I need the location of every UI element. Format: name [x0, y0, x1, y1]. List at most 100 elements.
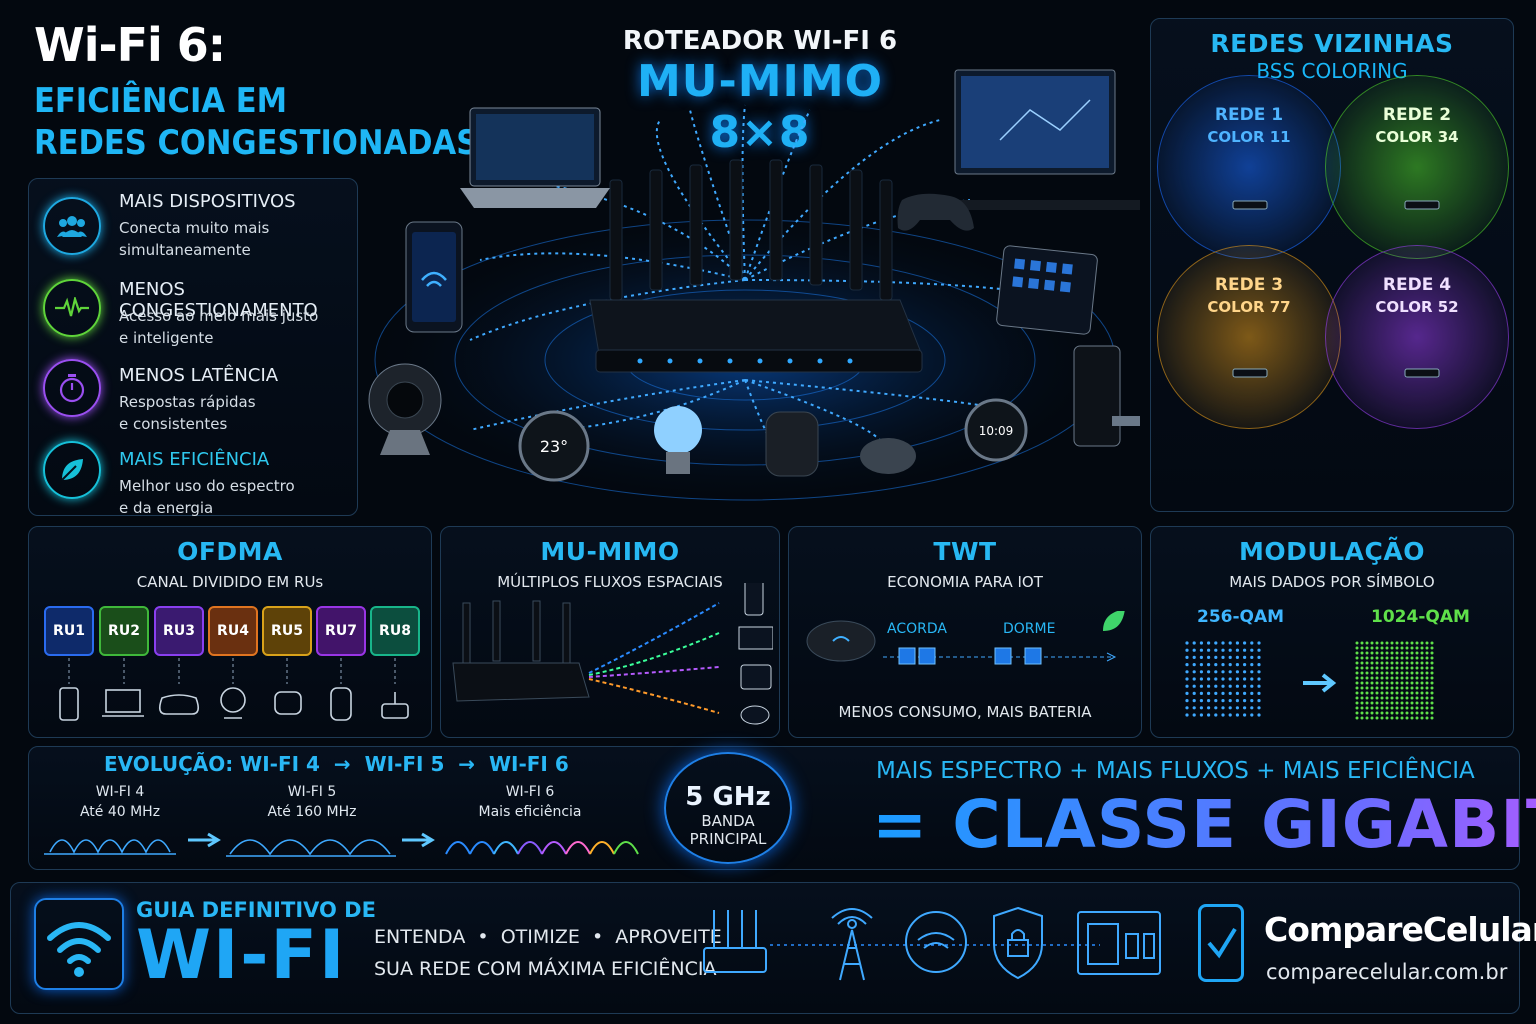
constellation-dot	[1415, 696, 1419, 700]
constellation-dot	[1214, 648, 1218, 652]
twt-timeline	[806, 611, 1125, 665]
constellation-dot	[1207, 706, 1211, 710]
constellation-dot	[1250, 663, 1254, 667]
constellation-dot	[1355, 706, 1359, 710]
constellation-dot	[1355, 691, 1359, 695]
constellation-dot	[1385, 656, 1389, 660]
band-line1: BANDA	[701, 812, 755, 830]
constellation-dot	[1425, 691, 1429, 695]
constellation-dot	[1360, 656, 1364, 660]
constellation-dot	[1375, 656, 1379, 660]
modulation-panel: MODULAÇÃO MAIS DADOS POR SÍMBOLO 256-QAM…	[1150, 526, 1514, 738]
constellation-dot	[1430, 641, 1434, 645]
constellation-dot	[1192, 684, 1196, 688]
constellation-dot	[1415, 641, 1419, 645]
constellation-dot	[1425, 681, 1429, 685]
brand-url[interactable]: comparecelular.com.br	[1266, 960, 1508, 984]
guide-small: GUIA DEFINITIVO DE	[136, 898, 376, 922]
constellation-dot	[1192, 706, 1196, 710]
twt-footer: MENOS CONSUMO, MAIS BATERIA	[838, 703, 1092, 721]
feature-title: MAIS EFICIÊNCIA	[119, 449, 270, 470]
constellation-dot	[1370, 646, 1374, 650]
constellation-dot	[1430, 661, 1434, 665]
constellation-dot	[1243, 684, 1247, 688]
feature-title: MENOS CONGESTIONAMENTO	[119, 279, 318, 321]
constellation-dot	[1410, 681, 1414, 685]
constellation-dot	[1360, 681, 1364, 685]
constellation-dot	[1199, 684, 1203, 688]
constellation-dot	[1370, 716, 1374, 720]
constellation-dot	[1430, 686, 1434, 690]
constellation-dot	[1415, 661, 1419, 665]
constellation-dot	[1420, 706, 1424, 710]
devices-icon	[1077, 911, 1161, 975]
constellation-dot	[1370, 651, 1374, 655]
constellation-dot	[1405, 691, 1409, 695]
constellation-dot	[1410, 671, 1414, 675]
svg-text:23°: 23°	[540, 437, 568, 456]
evolution-channels	[44, 832, 639, 857]
constellation-dot	[1221, 691, 1225, 695]
constellation-dot	[1390, 676, 1394, 680]
constellation-dot	[1410, 696, 1414, 700]
constellation-dot	[1390, 701, 1394, 705]
constellation-dot	[1355, 696, 1359, 700]
constellation-dot	[1214, 663, 1218, 667]
constellation-dot	[1185, 706, 1189, 710]
constellation-dot	[1375, 716, 1379, 720]
constellation-dot	[1390, 646, 1394, 650]
constellation-dot	[1360, 696, 1364, 700]
tagline-2: SUA REDE COM MÁXIMA EFICIÊNCIA	[374, 958, 717, 980]
constellation-dot	[1228, 663, 1232, 667]
guide-big: WI-FI	[136, 916, 347, 995]
constellation-dot	[1235, 663, 1239, 667]
constellation-dot	[1199, 648, 1203, 652]
constellation-dot	[1370, 676, 1374, 680]
constellation-dot	[1355, 681, 1359, 685]
constellation-dot	[1390, 711, 1394, 715]
constellation-dot	[1420, 686, 1424, 690]
smartlock-icon	[1073, 345, 1140, 447]
evo-step-desc: Até 160 MHz	[267, 804, 357, 820]
constellation-dot	[1390, 706, 1394, 710]
constellation-dot	[1365, 686, 1369, 690]
constellation-dot	[1420, 691, 1424, 695]
constellation-dot	[1410, 656, 1414, 660]
constellation-dot	[1415, 701, 1419, 705]
constellation-dot	[1405, 716, 1409, 720]
constellation-dot	[1390, 686, 1394, 690]
constellation-dot	[1415, 681, 1419, 685]
constellation-dot	[1375, 676, 1379, 680]
constellation-dot	[1228, 677, 1232, 681]
constellation-dot	[1207, 641, 1211, 645]
constellation-dot	[1430, 691, 1434, 695]
constellation-dot	[1221, 655, 1225, 659]
constellation-dot	[1221, 648, 1225, 652]
constellation-dot	[1243, 691, 1247, 695]
constellation-dot	[1221, 706, 1225, 710]
constellation-dot	[1199, 663, 1203, 667]
constellation-dot	[1221, 677, 1225, 681]
constellation-dot	[1365, 701, 1369, 705]
constellation-dot	[1250, 706, 1254, 710]
router-mimo: MU-MIMO 8×8	[636, 56, 884, 158]
router-title: ROTEADOR WI-FI 6 MU-MIMO 8×8	[600, 26, 920, 158]
constellation-dot	[1400, 696, 1404, 700]
constellation-dot	[1395, 681, 1399, 685]
constellation-dot	[1365, 716, 1369, 720]
constellation-dot	[1355, 641, 1359, 645]
band-line2: PRINCIPAL	[689, 830, 767, 848]
constellation-dot	[1199, 699, 1203, 703]
constellation-dot	[1250, 648, 1254, 652]
constellation-dot	[1185, 684, 1189, 688]
constellation-dot	[1395, 686, 1399, 690]
constellation-dot	[1243, 641, 1247, 645]
constellation-dot	[1405, 656, 1409, 660]
constellation-dot	[1425, 701, 1429, 705]
constellation-dot	[1243, 706, 1247, 710]
constellation-dot	[1400, 706, 1404, 710]
constellation-dot	[1425, 646, 1429, 650]
constellation-dot	[1250, 691, 1254, 695]
constellation-dot	[1390, 691, 1394, 695]
constellation-dot	[1360, 646, 1364, 650]
